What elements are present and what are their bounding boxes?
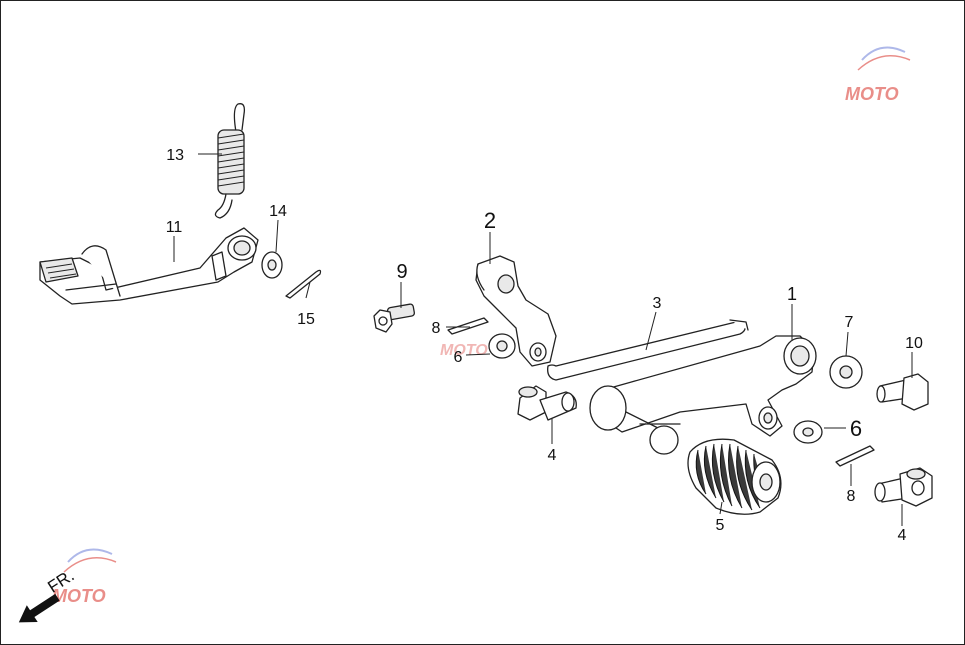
callout-4-right: 4	[898, 527, 907, 544]
part-shift-lever	[589, 335, 817, 455]
callouts: 13 11 14 15 9 8 6 2 4 3 1 5 7 6 10 8 4	[166, 147, 923, 544]
leader-lines	[173, 153, 913, 526]
part-rod-end-4-right	[874, 467, 933, 507]
watermark-text: MOTO	[440, 342, 488, 359]
callout-5: 5	[716, 517, 725, 534]
part-spring	[214, 103, 246, 219]
callout-9: 9	[396, 261, 407, 283]
callout-7: 7	[845, 314, 854, 331]
watermark-bottom-left: MOTO	[52, 548, 117, 606]
part-pin-8-right	[835, 445, 875, 467]
callout-1: 1	[787, 284, 797, 304]
watermark-text: MOTO	[845, 84, 899, 104]
callout-10: 10	[905, 335, 923, 352]
part-bolt-10	[876, 373, 929, 411]
part-washer-6-right	[793, 420, 823, 444]
part-cotter-pin-15	[285, 269, 322, 299]
part-rod-end-4-left	[517, 385, 577, 421]
part-bolt-9	[373, 303, 416, 333]
callout-6-left: 6	[454, 349, 463, 366]
part-shift-arm	[475, 255, 557, 367]
callout-4-left: 4	[548, 447, 557, 464]
watermark-center: MOTO	[440, 342, 488, 359]
callout-2: 2	[484, 208, 496, 233]
callout-13: 13	[166, 147, 184, 164]
callout-3: 3	[653, 295, 662, 312]
callout-11: 11	[166, 219, 183, 236]
watermark-top-right: MOTO	[845, 46, 911, 104]
part-washer-6-left	[488, 333, 516, 359]
callout-8-right: 8	[847, 488, 856, 505]
part-brake-pedal	[39, 227, 259, 305]
front-arrow-icon	[18, 593, 60, 623]
part-shift-rod	[547, 319, 749, 381]
watermark-text: MOTO	[52, 586, 106, 606]
part-pin-8-left	[447, 317, 489, 335]
part-washer-14	[261, 251, 283, 279]
callout-14: 14	[269, 203, 287, 220]
callout-8-left: 8	[432, 320, 441, 337]
callout-6-right: 6	[850, 416, 862, 441]
part-washer-7	[829, 355, 863, 389]
callout-15: 15	[297, 311, 315, 328]
part-footpeg-rubber	[687, 438, 782, 515]
